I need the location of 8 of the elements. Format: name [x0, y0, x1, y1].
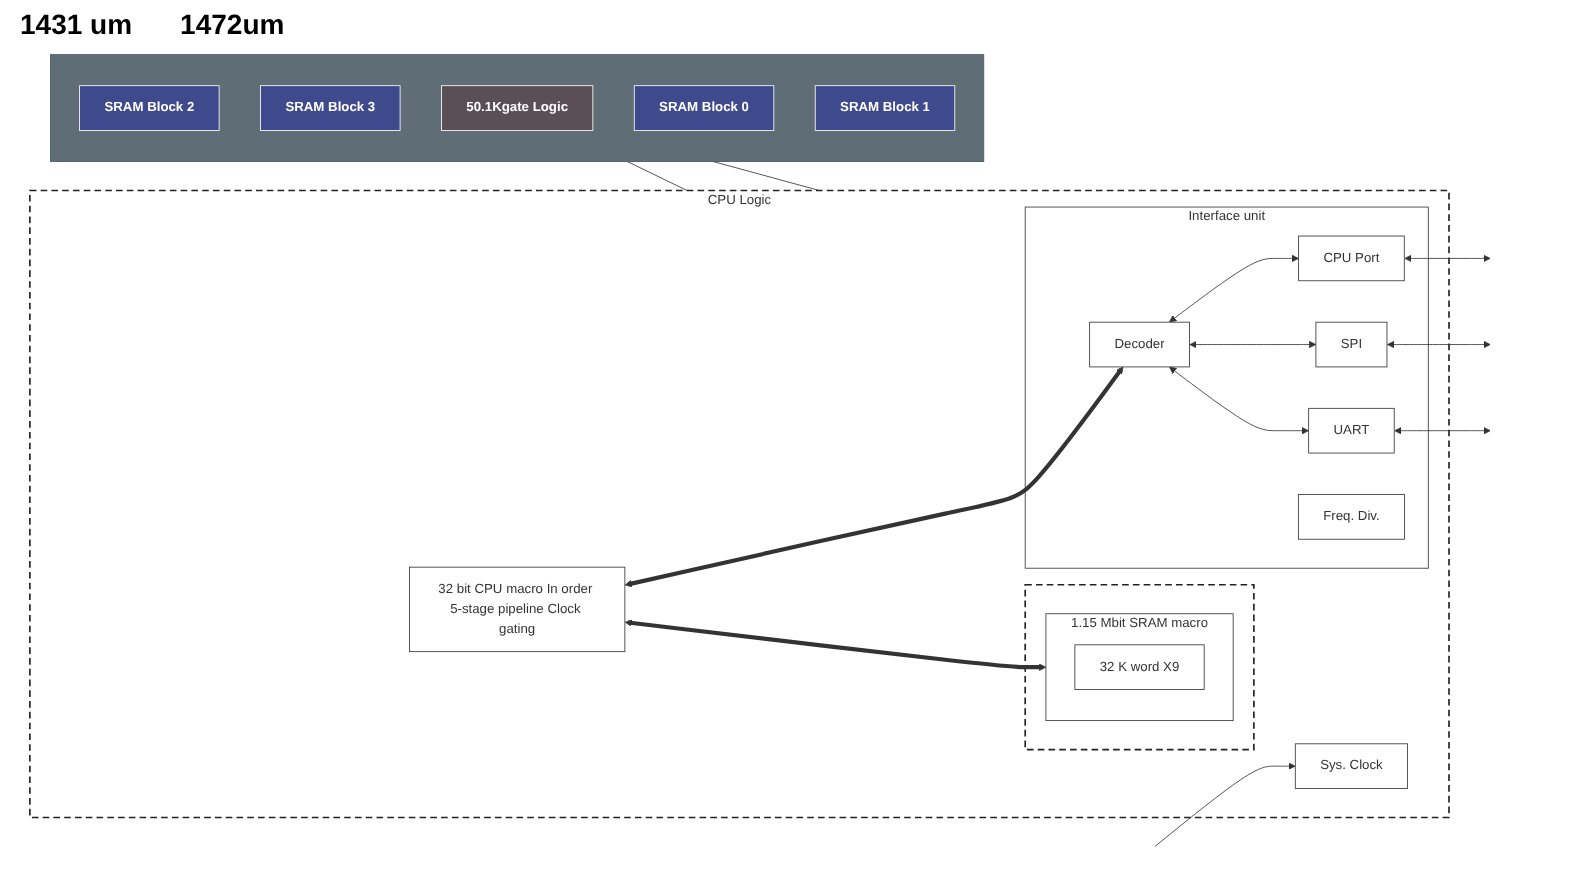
arrow	[624, 366, 1124, 588]
dimension-label: 1431 um	[20, 8, 133, 40]
arrow	[624, 619, 1047, 671]
connector	[626, 161, 688, 191]
cluster	[1024, 583, 1255, 751]
cluster	[50, 54, 985, 162]
connector	[712, 161, 820, 191]
dimension-label: 1472um	[180, 8, 285, 40]
